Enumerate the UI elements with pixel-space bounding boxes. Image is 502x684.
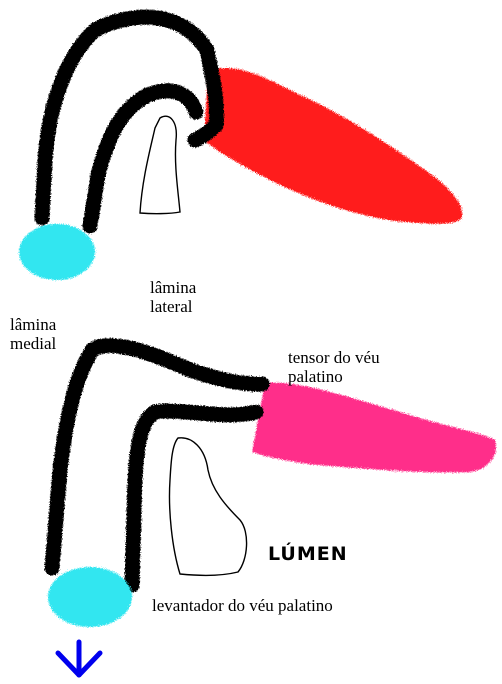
label-lamina-medial-line2: medial bbox=[10, 334, 56, 353]
cartilage-upper-inner bbox=[90, 91, 196, 226]
lumen-lower bbox=[169, 438, 246, 576]
levantador-muscle-lower bbox=[48, 567, 132, 627]
label-tensor: tensor do véu palatino bbox=[288, 348, 380, 386]
label-lamina-lateral-line1: lâmina bbox=[150, 278, 196, 297]
label-lamina-medial-line1: lâmina bbox=[10, 315, 56, 334]
cartilage-lower-inner bbox=[132, 411, 256, 585]
label-lumen: LÚMEN bbox=[268, 543, 348, 565]
label-lamina-lateral-line2: lateral bbox=[150, 297, 196, 316]
label-tensor-line2: palatino bbox=[288, 367, 380, 386]
levantador-muscle-upper bbox=[19, 224, 95, 280]
label-levantador: levantador do véu palatino bbox=[152, 596, 333, 615]
tensor-muscle-lower bbox=[252, 383, 496, 473]
lumen-upper bbox=[140, 116, 180, 213]
label-lamina-medial: lâmina medial bbox=[10, 315, 56, 353]
arrow-down-icon bbox=[58, 642, 100, 675]
tensor-muscle-upper bbox=[204, 68, 462, 224]
cartilage-lower bbox=[52, 346, 262, 568]
label-lamina-lateral: lâmina lateral bbox=[150, 278, 196, 316]
label-tensor-line1: tensor do véu bbox=[288, 348, 380, 367]
